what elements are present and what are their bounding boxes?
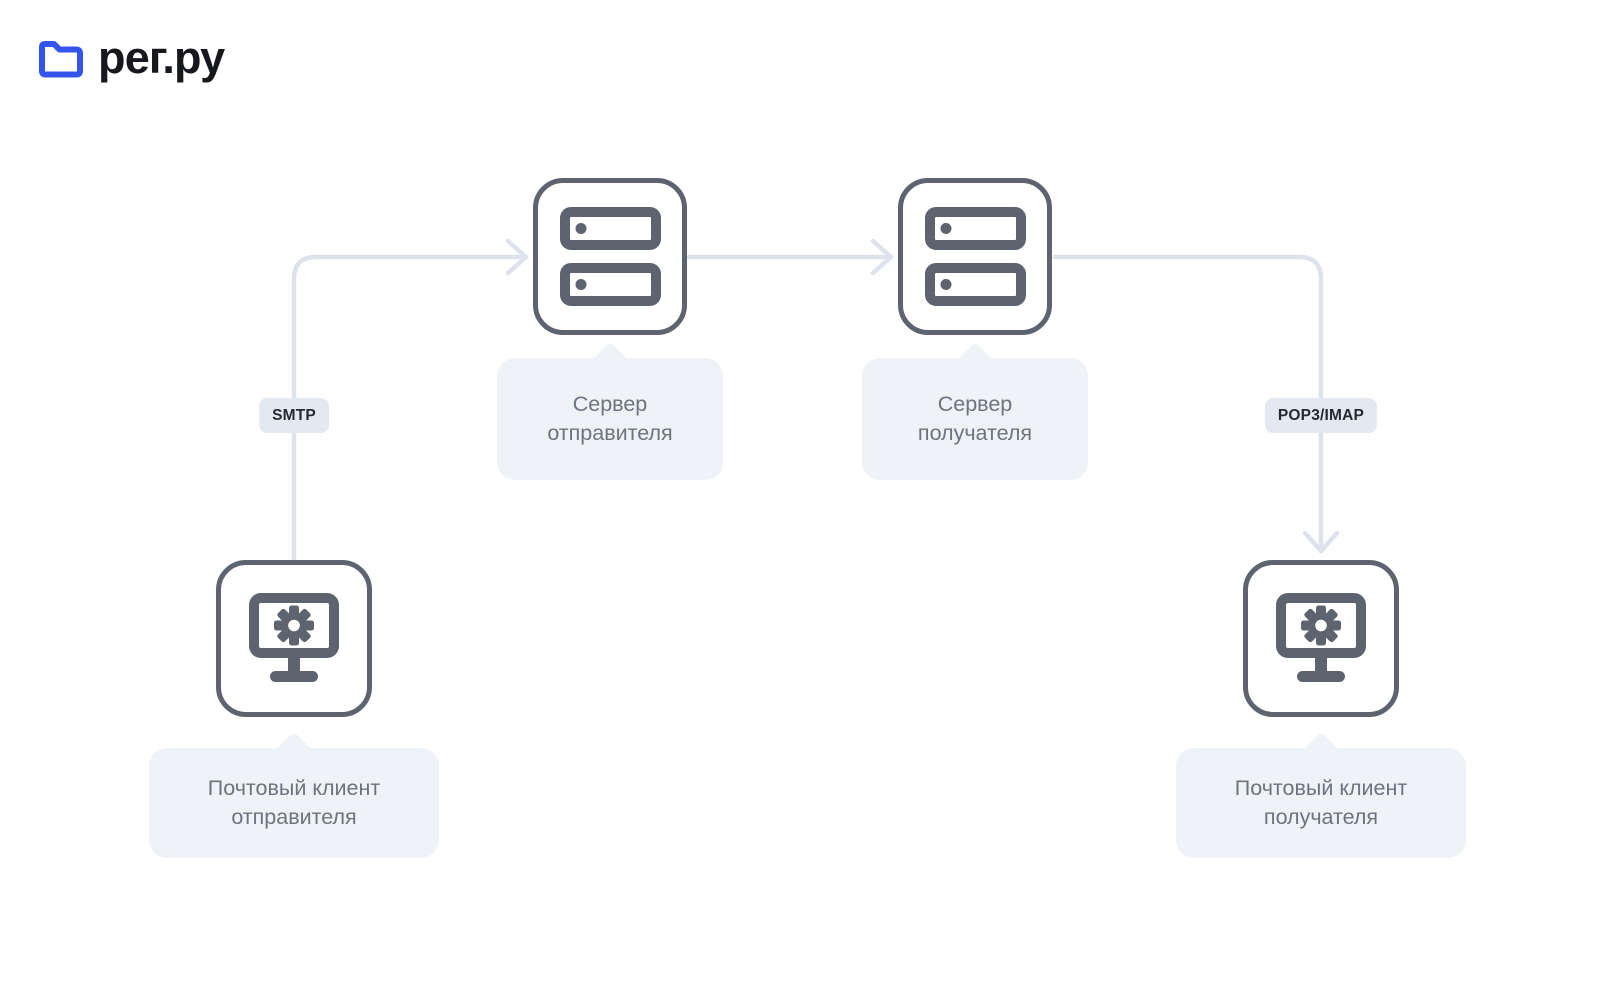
label-sender-client: Почтовый клиент отправителя	[149, 731, 439, 858]
edge-smtp-line	[291, 254, 529, 563]
server-icon	[924, 207, 1026, 306]
protocol-badge-smtp: SMTP	[259, 398, 329, 433]
server-icon	[559, 207, 661, 306]
monitor-gear-icon	[249, 592, 339, 682]
protocol-badge-pop3-imap: POP3/IMAP	[1264, 398, 1378, 433]
label-recipient-client: Почтовый клиент получателя	[1176, 731, 1466, 858]
label-recipient-server: Сервер получателя	[862, 341, 1088, 480]
tooltip-text: Почтовый клиент получателя	[1234, 776, 1408, 829]
logo-text: рег.ру	[98, 32, 225, 83]
label-sender-server: Сервер отправителя	[497, 341, 723, 480]
tooltip-text: Сервер отправителя	[547, 392, 673, 445]
folder-icon	[39, 41, 83, 78]
edge-smtp-arrowhead-icon	[505, 238, 529, 276]
tooltip-text: Почтовый клиент отправителя	[207, 776, 381, 829]
edge-pop3-arrowhead-icon	[1302, 530, 1340, 554]
node-recipient-server	[898, 178, 1052, 335]
node-recipient-client	[1243, 560, 1399, 717]
node-sender-server	[533, 178, 687, 335]
tooltip-text: Сервер получателя	[917, 392, 1033, 445]
edge-server-to-server-arrowhead-icon	[870, 238, 894, 276]
logo: рег.ру	[38, 32, 225, 84]
edge-pop3-line	[1052, 254, 1324, 554]
node-sender-client	[216, 560, 372, 717]
monitor-gear-icon	[1276, 592, 1366, 682]
